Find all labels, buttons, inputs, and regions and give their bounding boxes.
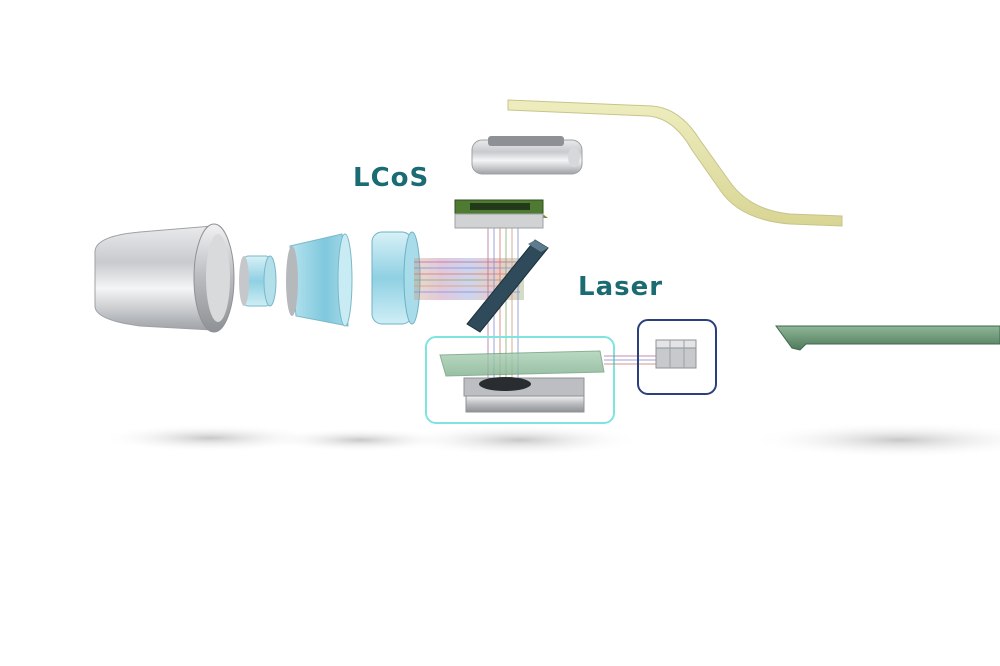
flex-cable-icon bbox=[507, 99, 843, 227]
lens-cone-icon bbox=[286, 233, 353, 327]
beam-splitter-mirror-icon bbox=[466, 239, 549, 333]
circuit-board-icon bbox=[775, 325, 1000, 351]
laser-rays bbox=[604, 355, 656, 365]
light-guide-plate-icon bbox=[439, 350, 605, 413]
waveguide-highlight-box bbox=[425, 336, 615, 424]
lcos-label: LCoS bbox=[353, 163, 430, 193]
housing-cap-icon bbox=[471, 136, 583, 175]
lcos-chip-icon bbox=[454, 199, 548, 229]
floor-shadows bbox=[100, 422, 1000, 458]
lens-element-icon bbox=[239, 255, 277, 307]
laser-module-icon bbox=[655, 339, 697, 369]
laser-label: Laser bbox=[578, 272, 664, 302]
laser-highlight-box bbox=[637, 319, 717, 395]
lens-cylinder-icon bbox=[371, 231, 421, 325]
lens-barrel-icon bbox=[94, 223, 235, 333]
